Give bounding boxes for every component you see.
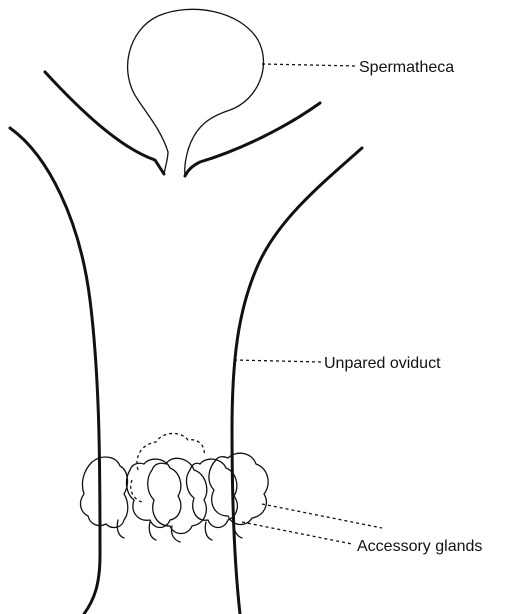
accessory-glands-leader-line-2 bbox=[242, 522, 352, 544]
spermatheca-label: Spermatheca bbox=[359, 59, 454, 76]
oviduct-leader-line bbox=[234, 360, 322, 362]
accessory-glands-cluster bbox=[81, 433, 269, 542]
accessory-glands-leader-line-1 bbox=[262, 504, 382, 528]
accessory-gland-right bbox=[209, 453, 268, 524]
spermatheca-leader-line bbox=[262, 64, 356, 66]
accessory-gland-lower-lobes bbox=[117, 518, 242, 542]
left-lateral-oviduct-lower bbox=[10, 128, 100, 614]
spermatheca-duct-left bbox=[164, 152, 168, 174]
accessory-glands-label: Accessory glands bbox=[357, 538, 482, 555]
unpaired-oviduct-label: Unpared oviduct bbox=[324, 355, 441, 372]
right-lateral-oviduct-upper bbox=[185, 103, 320, 176]
right-oviduct-wall bbox=[232, 148, 362, 614]
accessory-gland-left bbox=[81, 457, 128, 527]
spermatheca-outline bbox=[128, 9, 264, 152]
accessory-gland-center bbox=[148, 458, 207, 533]
accessory-gland-center-left bbox=[127, 459, 181, 527]
left-lateral-oviduct-upper bbox=[45, 72, 164, 174]
